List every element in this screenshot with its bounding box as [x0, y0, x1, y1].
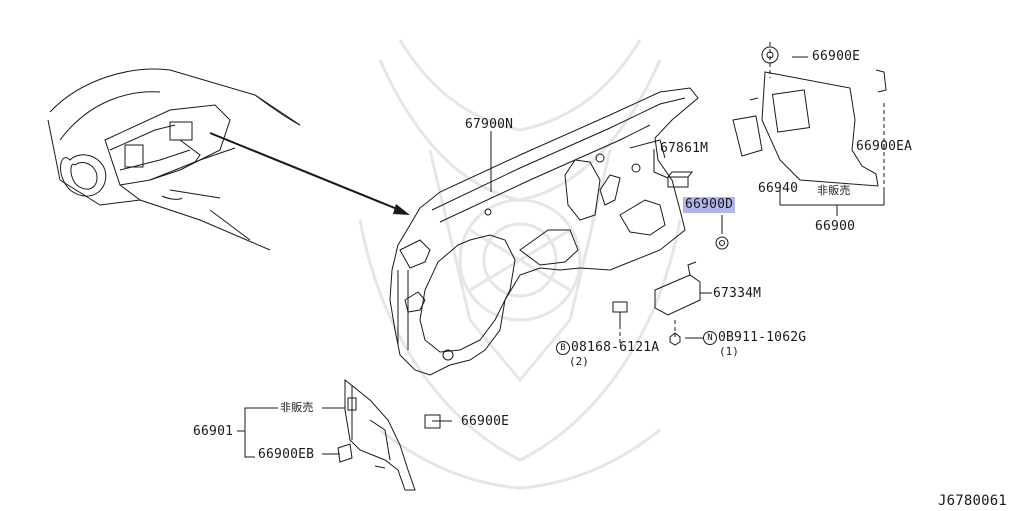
part-label-66900eb[interactable]: 66900EB: [258, 447, 315, 462]
bracket-67334m: [654, 261, 701, 316]
nut-0b911-1062g: [669, 332, 681, 346]
pointer-arrow: [209, 132, 410, 215]
part-label-66900[interactable]: 66900: [815, 219, 856, 234]
not-for-sale-label-top: 非販売: [817, 184, 851, 197]
part-label-67334m[interactable]: 67334M: [713, 286, 762, 301]
side-trim-lower: [337, 378, 441, 491]
bolt-08168-6121a: [612, 301, 628, 325]
part-label-66900e-top[interactable]: 66900E: [812, 49, 861, 64]
part-label-67900n[interactable]: 67900N: [465, 117, 514, 132]
not-for-sale-label-bottom: 非販売: [280, 401, 314, 414]
part-label-66900e-bottom[interactable]: 66900E: [461, 414, 510, 429]
bolt-b-qty: (2): [569, 355, 589, 368]
fastener-clip-66900d: [715, 236, 729, 250]
bolt-n-qty: (1): [719, 345, 739, 358]
b-marker-icon: B: [556, 341, 570, 355]
part-label-66900d[interactable]: 66900D: [683, 197, 736, 213]
bolt-n-code: 0B911-1062G: [718, 330, 807, 345]
side-trim-upper: [732, 46, 887, 187]
clip-67861m: [667, 171, 694, 188]
n-marker-icon: N: [703, 331, 717, 345]
part-label-66901[interactable]: 66901: [193, 424, 234, 439]
part-label-66900ea[interactable]: 66900EA: [856, 139, 913, 154]
vehicle-outline: [47, 68, 301, 251]
part-label-67861m[interactable]: 67861M: [660, 141, 709, 156]
leader-lines: [237, 42, 885, 458]
part-label-66940[interactable]: 66940: [758, 181, 799, 196]
dash-insulator-part: [389, 87, 699, 376]
diagram-code: J6780061: [938, 493, 1008, 509]
bolt-b-code: 08168-6121A: [571, 340, 660, 355]
samurai-kabuto-watermark-icon: [358, 39, 682, 490]
